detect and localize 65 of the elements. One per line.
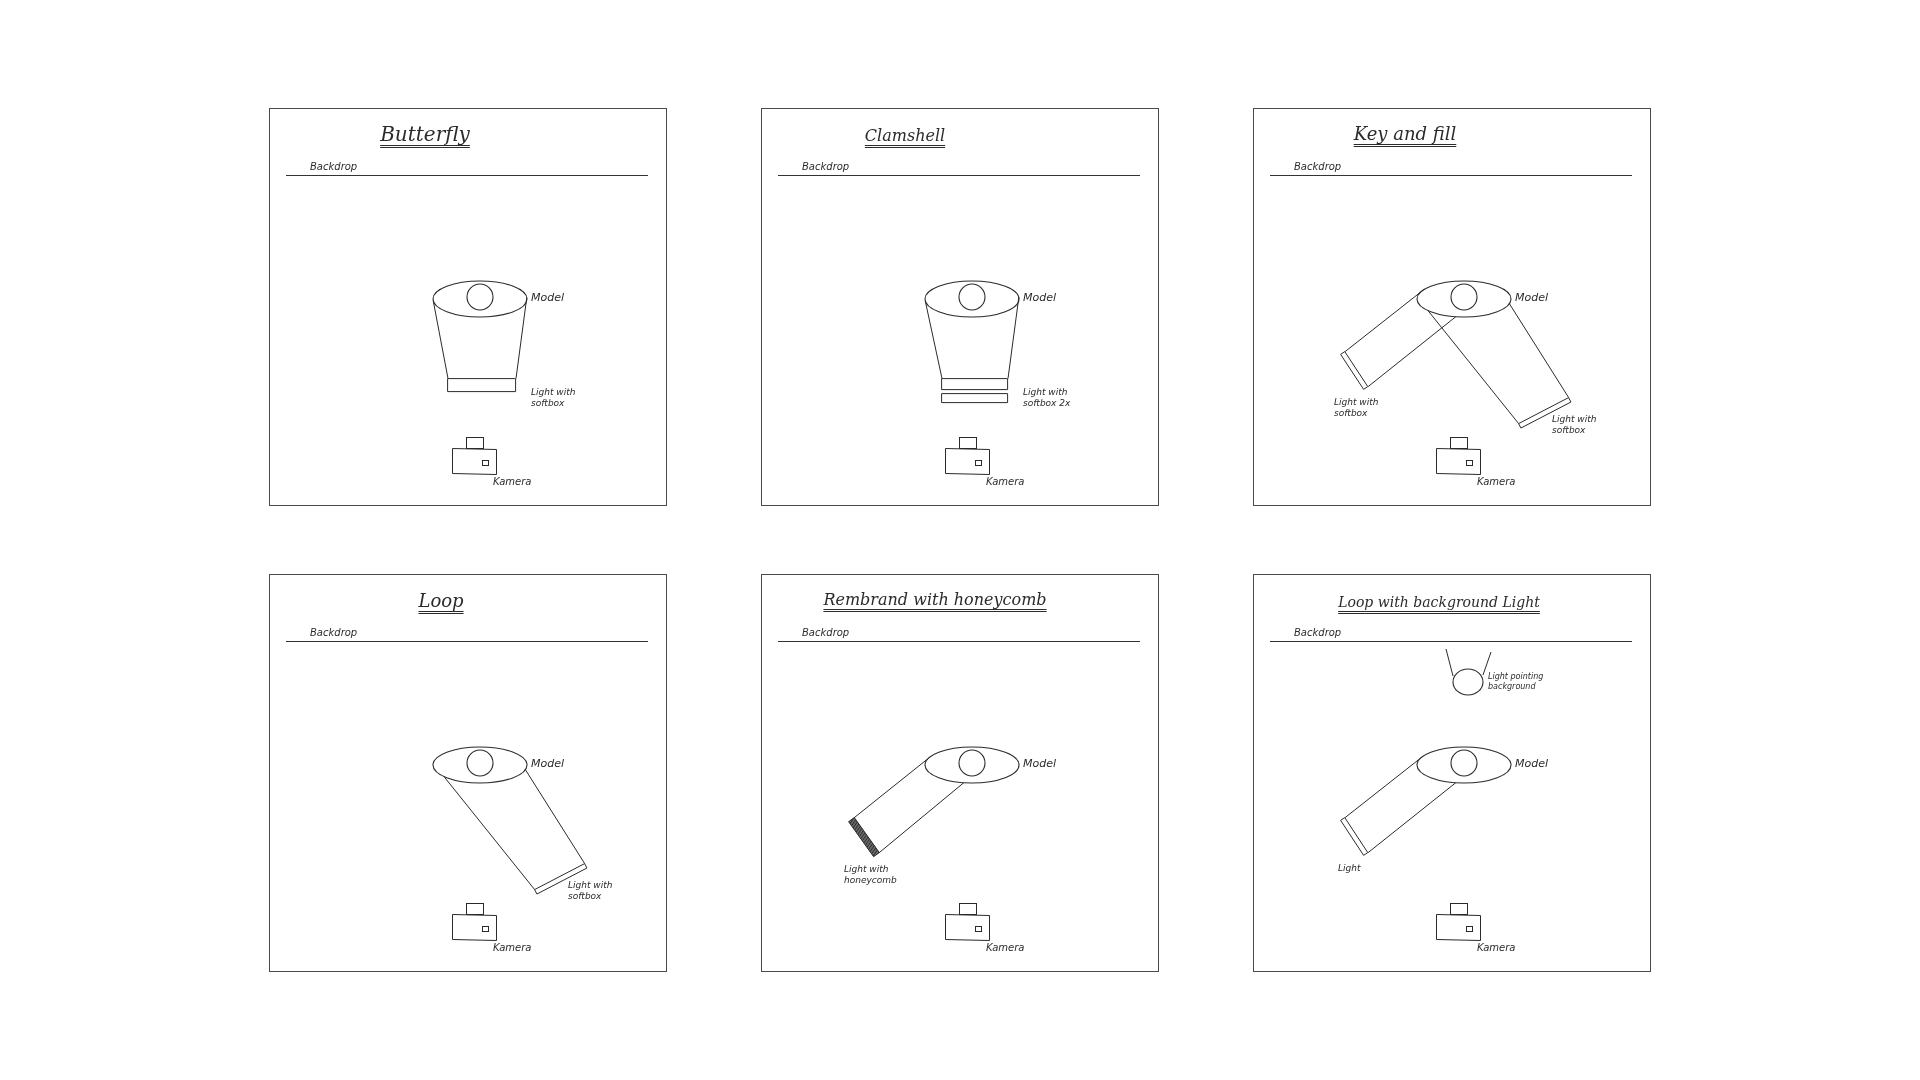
softbox-light: [941, 377, 1009, 391]
softbox-light: [1340, 351, 1369, 390]
camera-label: Kamera: [986, 476, 1025, 488]
camera-icon: [945, 903, 990, 941]
backdrop-label: Backdrop: [802, 161, 850, 173]
model-label: Model: [531, 291, 565, 305]
light-beam-line: [443, 776, 536, 891]
light-label: Light with softbox: [531, 387, 577, 409]
light-label: Light with softbox: [568, 880, 614, 902]
light-label: Light with softbox: [1334, 397, 1380, 419]
model-top-view: [432, 280, 528, 318]
light-beam-line: [924, 300, 943, 379]
light-label: Light with softbox: [1552, 414, 1598, 436]
backdrop-label: Backdrop: [802, 627, 850, 639]
model-top-view: [924, 280, 1020, 318]
panel-title: Loop with background Light: [1338, 593, 1540, 612]
light-label: Light pointing background: [1488, 672, 1545, 692]
panel-title: Rembrand with honeycomb: [823, 589, 1047, 611]
panel-title: Butterfly: [380, 121, 470, 148]
light-circle: [1452, 668, 1484, 696]
camera-label: Kamera: [493, 476, 532, 488]
setup-panel: [269, 108, 667, 506]
setup-panel: [269, 574, 667, 972]
camera-icon: [452, 437, 497, 475]
light-beam-line: [432, 300, 449, 379]
panel-title: Clamshell: [864, 125, 946, 147]
panel-title: Key and fill: [1353, 122, 1457, 146]
camera-icon: [1436, 437, 1481, 475]
camera-label: Kamera: [493, 942, 532, 954]
setup-panel: [1253, 574, 1651, 972]
softbox-light: [447, 377, 517, 393]
setup-panel: [1253, 108, 1651, 506]
camera-label: Kamera: [1477, 942, 1516, 954]
camera-icon: [452, 903, 497, 941]
camera-icon: [945, 437, 990, 475]
backdrop-label: Backdrop: [1294, 627, 1342, 639]
backdrop-label: Backdrop: [310, 161, 358, 173]
light-label: Light with softbox 2x: [1023, 387, 1072, 409]
model-label: Model: [1023, 291, 1057, 305]
setup-panel: [761, 108, 1159, 506]
light-beam-line: [1367, 782, 1457, 854]
model-label: Model: [1515, 291, 1549, 305]
light-beam-line: [1508, 303, 1570, 399]
light-beam-line: [524, 769, 586, 865]
camera-label: Kamera: [1477, 476, 1516, 488]
backdrop-label: Backdrop: [1294, 161, 1342, 173]
model-label: Model: [1515, 757, 1549, 771]
light-beam-line: [1427, 310, 1520, 425]
model-top-view: [432, 746, 528, 784]
softbox-light: [1340, 817, 1369, 856]
light-beam-line: [1367, 316, 1457, 388]
light-beam-line: [878, 782, 965, 854]
camera-icon: [1436, 903, 1481, 941]
setup-panel: [761, 574, 1159, 972]
model-top-view: [1416, 746, 1512, 784]
model-label: Model: [1023, 757, 1057, 771]
model-top-view: [1416, 280, 1512, 318]
softbox-light: [941, 392, 1009, 404]
model-top-view: [924, 746, 1020, 784]
model-label: Model: [531, 757, 565, 771]
backdrop-label: Backdrop: [310, 627, 358, 639]
camera-label: Kamera: [986, 942, 1025, 954]
honeycomb-softbox: [847, 817, 880, 858]
panel-title: Loop: [418, 589, 464, 613]
light-label: Light: [1338, 863, 1361, 874]
